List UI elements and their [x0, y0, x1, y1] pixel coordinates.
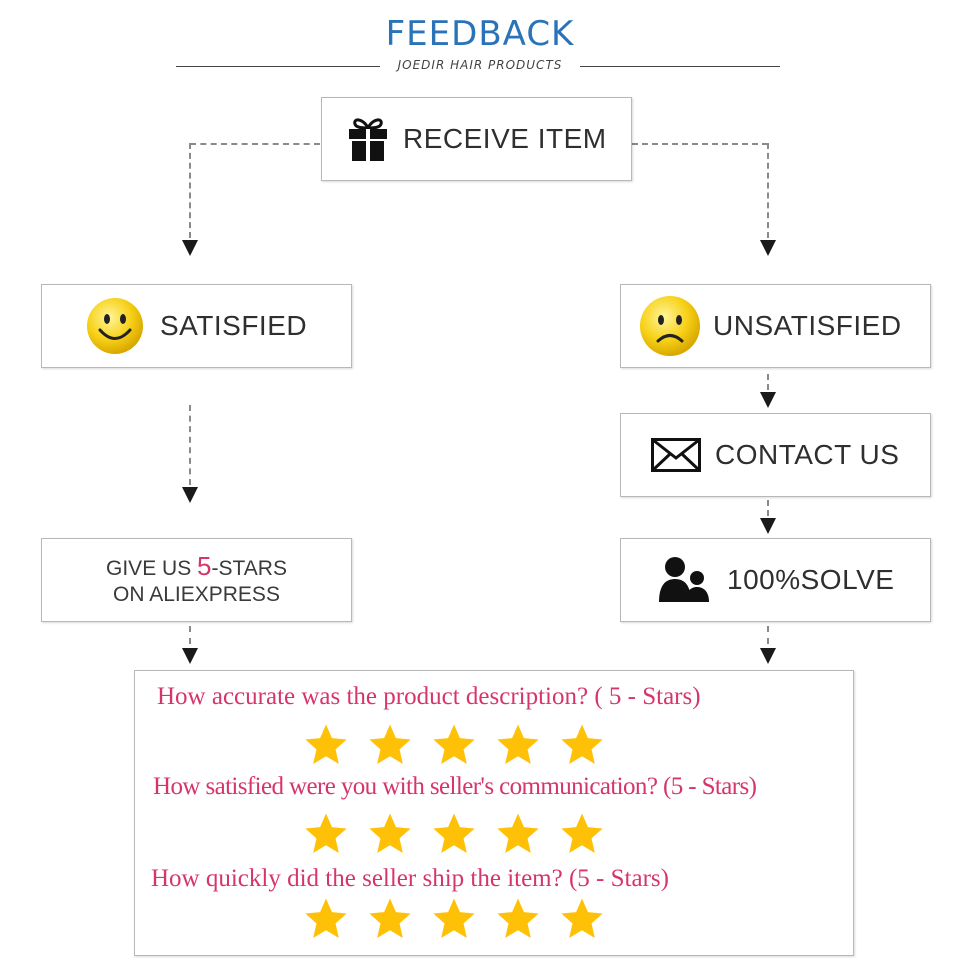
question-shipping: How quickly did the seller ship the item… [151, 865, 669, 892]
unsatisfied-box: UNSATISFIED [620, 284, 931, 368]
star-icon[interactable] [431, 812, 477, 856]
star-rating-accuracy[interactable] [303, 723, 605, 767]
arrow-to-solve [760, 518, 776, 534]
receive-item-label: RECEIVE ITEM [403, 123, 607, 154]
arrow-to-unsatisfied [760, 240, 776, 256]
divider-right [580, 66, 780, 67]
connector-solve-down [767, 626, 769, 644]
give-stars-text-b: -STARS [211, 556, 287, 580]
star-rating-shipping[interactable] [303, 897, 605, 941]
page-subtitle: JOEDIR HAIR PRODUCTS [380, 58, 580, 72]
give-stars-number: 5 [197, 550, 212, 581]
people-icon [657, 556, 711, 604]
sad-face-icon [639, 295, 701, 357]
connector-receive-right-down [767, 143, 769, 238]
receive-item-box: RECEIVE ITEM [321, 97, 632, 181]
connector-receive-right [632, 143, 768, 145]
star-rating-communication[interactable] [303, 812, 605, 856]
solve-label: 100%SOLVE [727, 564, 895, 595]
give-stars-box: GIVE US 5-STARS ON ALIEXPRESS [41, 538, 352, 622]
page-title: FEEDBACK [385, 14, 575, 54]
arrow-to-contact [760, 392, 776, 408]
arrow-give-to-review [182, 648, 198, 664]
star-icon[interactable] [303, 812, 349, 856]
star-icon[interactable] [367, 897, 413, 941]
gift-icon [347, 116, 389, 162]
star-icon[interactable] [303, 897, 349, 941]
question-communication: How satisfied were you with seller's com… [153, 773, 757, 800]
give-stars-text-a: GIVE US [106, 556, 198, 580]
question-accuracy: How accurate was the product description… [157, 683, 701, 710]
unsatisfied-label: UNSATISFIED [713, 310, 902, 341]
star-icon[interactable] [559, 897, 605, 941]
arrow-to-satisfied [182, 240, 198, 256]
star-icon[interactable] [495, 723, 541, 767]
give-stars-line1: GIVE US 5-STARS [106, 553, 287, 582]
connector-receive-left [190, 143, 320, 145]
connector-satisfied-down [189, 405, 191, 485]
star-icon[interactable] [431, 723, 477, 767]
smiley-face-icon [86, 297, 144, 355]
connector-contact-down [767, 500, 769, 516]
star-icon[interactable] [431, 897, 477, 941]
star-icon[interactable] [303, 723, 349, 767]
star-icon[interactable] [495, 897, 541, 941]
review-panel: How accurate was the product description… [134, 670, 854, 956]
divider-left [176, 66, 380, 67]
arrow-to-give-stars [182, 487, 198, 503]
give-stars-line2: ON ALIEXPRESS [113, 582, 280, 606]
satisfied-label: SATISFIED [160, 310, 308, 341]
contact-us-label: CONTACT US [715, 439, 900, 470]
star-icon[interactable] [367, 723, 413, 767]
arrow-solve-to-review [760, 648, 776, 664]
connector-unsatisfied-down [767, 374, 769, 390]
star-icon[interactable] [559, 723, 605, 767]
satisfied-box: SATISFIED [41, 284, 352, 368]
star-icon[interactable] [559, 812, 605, 856]
solve-box: 100%SOLVE [620, 538, 931, 622]
star-icon[interactable] [367, 812, 413, 856]
connector-give-down [189, 626, 191, 644]
connector-receive-left-down [189, 143, 191, 238]
contact-us-box: CONTACT US [620, 413, 931, 497]
star-icon[interactable] [495, 812, 541, 856]
envelope-icon [651, 438, 701, 472]
